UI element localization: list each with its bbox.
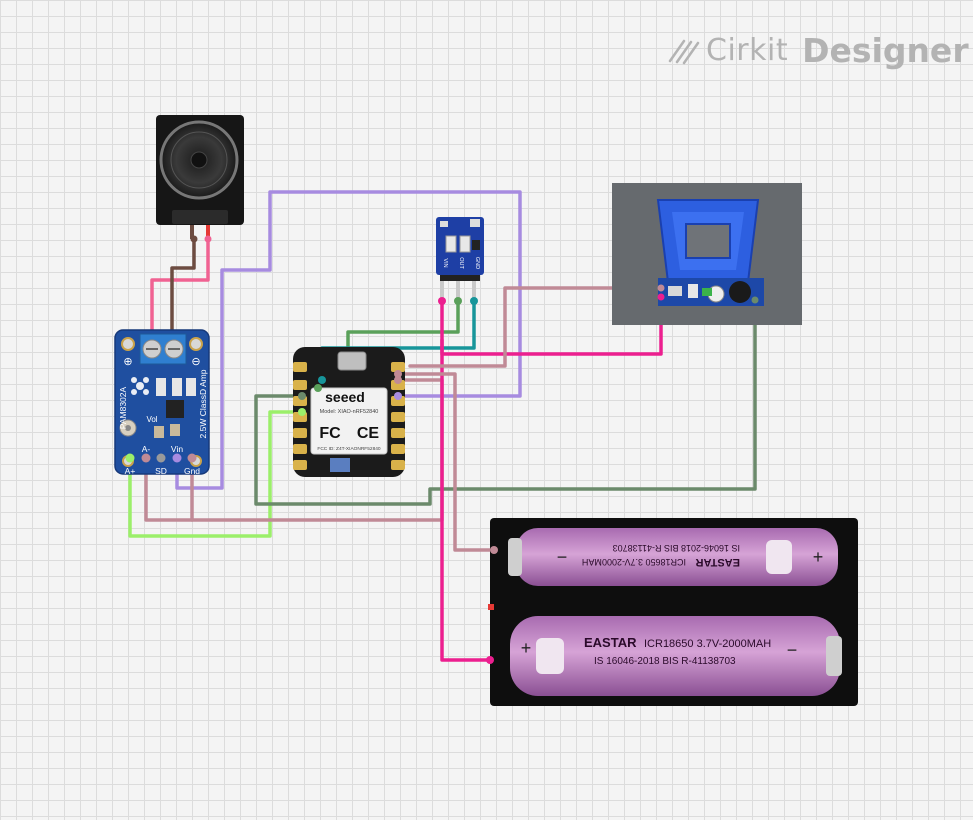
amp-pin-gnd[interactable] <box>187 453 197 463</box>
brand-name: Cirkit <box>706 32 789 68</box>
reg-pin-gnd[interactable] <box>470 297 478 305</box>
mcu-pin-left-green[interactable] <box>314 384 322 392</box>
reg-pin-out-label: OUT <box>458 257 464 269</box>
reg-pin-vin-label: VIN <box>442 258 448 267</box>
amp-pin-vin-label: Vin <box>171 444 183 454</box>
amp-terminal-minus: ⊖ <box>191 356 200 368</box>
cell-bottom-spec: ICR18650 3.7V-2000MAH <box>644 638 771 650</box>
amplifier-board[interactable]: ⊕ ⊖ PAM8302A 2.5W ClassD Amp Vol A+ A- S… <box>114 329 210 476</box>
wire-gray-green[interactable] <box>254 298 757 506</box>
amp-pin-sd[interactable] <box>156 453 166 463</box>
amp-model-label: PAM8302A <box>118 386 128 429</box>
amp-pin-a-plus[interactable] <box>125 453 135 463</box>
cell-bottom-standard: IS 16046-2018 BIS R-41138703 <box>594 656 736 667</box>
mcu-ce-mark: CE <box>357 425 380 442</box>
detector-pin-green[interactable] <box>751 296 759 304</box>
reg-pin-gnd-label: GND <box>474 257 480 269</box>
wire-dusty-pink-bat[interactable] <box>396 372 496 552</box>
battery-pin-plus-top[interactable] <box>490 546 498 554</box>
reg-pin-vin[interactable] <box>438 297 446 305</box>
wire-speaker-brown[interactable] <box>170 237 196 335</box>
cell-bottom-minus: − <box>787 640 798 660</box>
cell-bottom-brand: EASTAR <box>584 635 637 650</box>
mcu-pin-right-pink[interactable] <box>394 370 402 378</box>
mcu-pin-right-pink2[interactable] <box>394 376 402 384</box>
battery-cell-top: − + EASTAR ICR18650 3.7V-2000MAH IS 1604… <box>508 528 838 586</box>
wire-dusty-pink-det[interactable] <box>408 286 663 368</box>
mcu-pin-left-lime[interactable] <box>298 408 306 416</box>
metal-detector-module[interactable] <box>612 183 802 325</box>
amp-title-label: 2.5W ClassD Amp <box>198 369 208 438</box>
amp-pin-vin[interactable] <box>172 453 182 463</box>
reg-pin-out[interactable] <box>454 297 462 305</box>
detector-pin-pink[interactable] <box>657 284 665 292</box>
xiao-mcu-board[interactable]: seeed Model: XIAO-nRF52840 FC CE FCC ID:… <box>293 347 405 477</box>
mcu-pin-left-teal[interactable] <box>318 376 326 384</box>
mcu-fcc-id: FCC ID: Z4T-XIAONRF52840 <box>317 446 381 452</box>
mcu-model: Model: XIAO-nRF52840 <box>320 409 379 415</box>
cell-top-standard: IS 16046-2018 BIS R-41138703 <box>613 543 740 553</box>
wire-lime[interactable] <box>128 410 302 538</box>
product-name: Designer <box>802 30 969 70</box>
speaker[interactable] <box>156 115 244 243</box>
amp-pin-a-plus-label: A+ <box>125 466 136 476</box>
mcu-pin-right-purple[interactable] <box>394 392 402 400</box>
battery-pin-minus-bottom[interactable] <box>486 656 494 664</box>
amp-pin-a-minus[interactable] <box>141 453 151 463</box>
cell-bottom-plus: + <box>521 638 532 658</box>
cirkit-slash-icon <box>668 39 700 65</box>
cell-top-minus: − <box>557 547 568 567</box>
mcu-fcc-mark: FC <box>319 425 341 442</box>
cell-top-spec: ICR18650 3.7V-2000MAH <box>582 557 686 567</box>
amp-pin-sd-label: SD <box>155 466 167 476</box>
battery-holder[interactable]: − + EASTAR ICR18650 3.7V-2000MAH IS 1604… <box>486 518 858 706</box>
cirkit-designer-logo: Cirkit Designer <box>668 28 969 72</box>
battery-cell-bottom: + − EASTAR ICR18650 3.7V-2000MAH IS 1604… <box>510 616 842 696</box>
wire-magenta[interactable] <box>440 299 492 662</box>
amp-pin-a-minus-label: A- <box>142 444 151 454</box>
cell-top-plus: + <box>813 547 824 567</box>
mcu-pin-left-graygreen[interactable] <box>298 392 306 400</box>
amp-terminal-plus: ⊕ <box>123 356 132 368</box>
voltage-regulator[interactable]: VIN OUT GND <box>436 217 484 305</box>
wire-speaker-pink[interactable] <box>150 237 210 335</box>
amp-vol-label: Vol <box>146 415 157 424</box>
cell-top-brand: EASTAR <box>696 556 740 568</box>
detector-pin-magenta[interactable] <box>657 293 665 301</box>
wire-dusty-pink-amp2[interactable] <box>144 456 194 522</box>
mcu-brand: seeed <box>325 389 365 405</box>
amp-pin-gnd-label: Gnd <box>184 466 200 476</box>
